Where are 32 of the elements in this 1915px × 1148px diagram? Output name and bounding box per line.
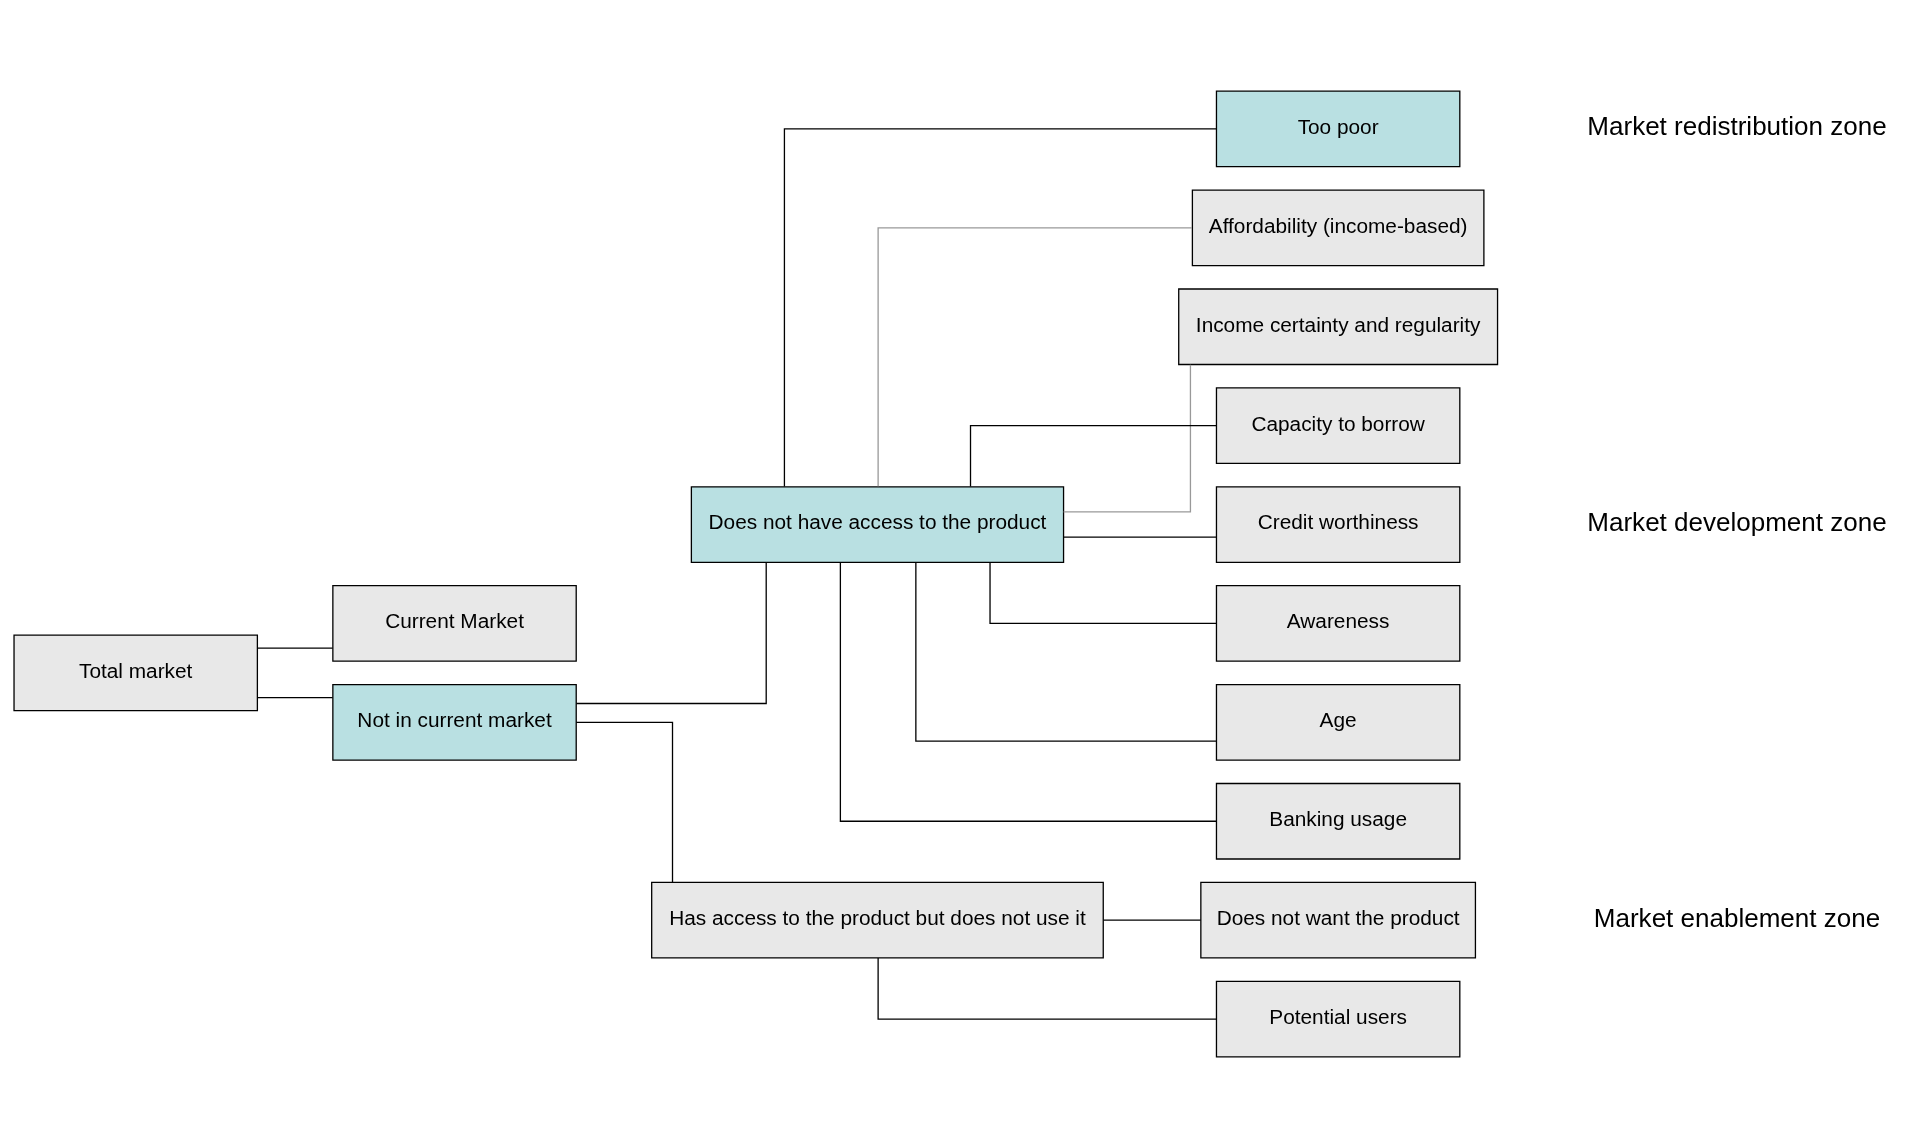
node-box: Not in current market: [332, 683, 577, 761]
connector: [575, 561, 767, 705]
connector: [783, 128, 1217, 488]
node-box: Awareness: [1215, 585, 1461, 662]
node-box: Too poor: [1215, 90, 1461, 168]
node-box: Total market: [13, 634, 259, 712]
connector: [1062, 364, 1192, 513]
label: Market enablement zone: [1593, 902, 1881, 933]
node-box: Does not have access to the product: [690, 486, 1065, 563]
label: Market development zone: [1587, 507, 1887, 538]
connector: [256, 647, 334, 649]
node-box: Income certainty and regularity: [1178, 288, 1499, 366]
node-box: Potential users: [1215, 980, 1461, 1058]
node-box: Credit worthiness: [1215, 486, 1461, 563]
connector: [969, 425, 1217, 488]
connector: [877, 957, 1217, 1020]
connector: [839, 562, 1217, 822]
connector: [575, 721, 674, 883]
connector: [1063, 536, 1218, 538]
node-box: Capacity to borrow: [1215, 387, 1461, 465]
node-box: Has access to the product but does not use it: [651, 881, 1104, 959]
node-box: Current Market: [332, 585, 577, 662]
connector: [256, 697, 334, 699]
connector: [989, 561, 1218, 625]
node-box: Affordability (income-based): [1191, 189, 1485, 267]
connector: [915, 561, 1217, 742]
label: Market redistribution zone: [1587, 111, 1887, 142]
connector: [1102, 919, 1202, 921]
connector: [877, 227, 1193, 487]
node-box: Does not want the product: [1200, 881, 1477, 959]
node-box: Age: [1215, 683, 1461, 761]
node-box: Banking usage: [1215, 782, 1461, 860]
